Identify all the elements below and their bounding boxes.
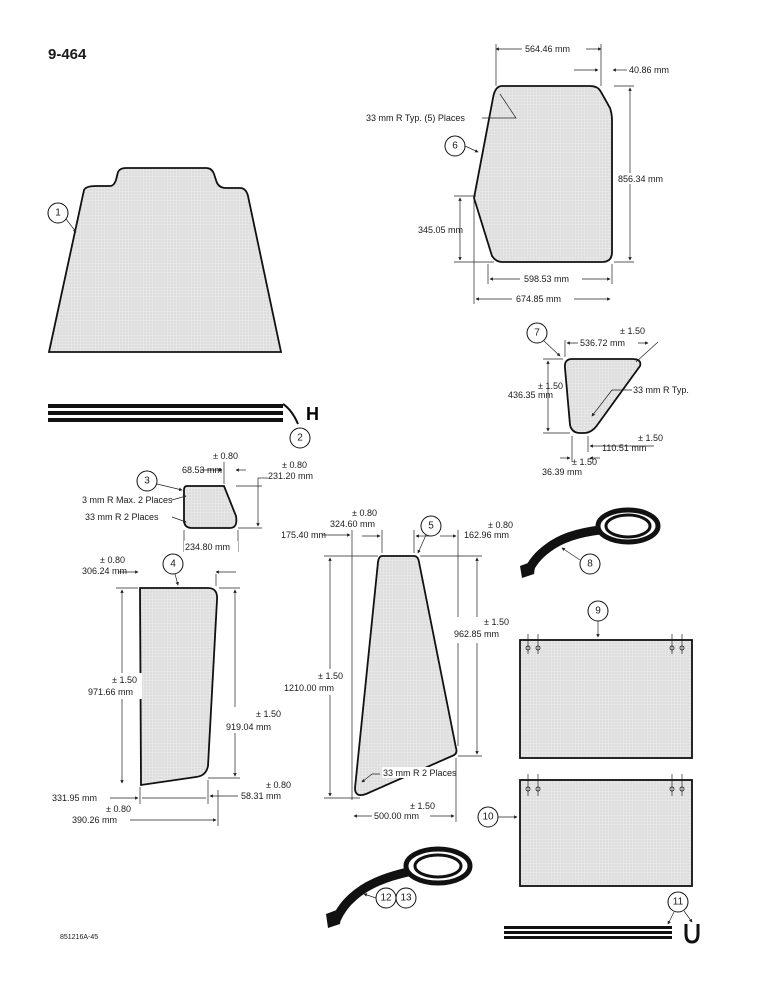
seal-roll-12-13	[326, 846, 473, 928]
dim-label: 306.24 mm	[82, 566, 127, 576]
dim-label: ± 1.50	[256, 709, 281, 719]
dim-label: 68.53 mm	[182, 465, 222, 475]
dim-label: ± 0.80	[100, 555, 125, 565]
dim-label: 962.85 mm	[454, 629, 499, 639]
dim-label: ± 0.80	[352, 508, 377, 518]
callout-2	[289, 427, 311, 449]
glass-panel-7	[563, 358, 642, 434]
dim-label: 33 mm R Typ.	[633, 385, 689, 395]
dim-label: ± 1.50	[572, 457, 597, 467]
svg-text:8: 8	[587, 559, 593, 570]
dim-label: 536.72 mm	[580, 338, 625, 348]
callout-3	[136, 470, 158, 492]
glass-panel-10	[519, 779, 693, 887]
dim-label: ± 0.80	[282, 460, 307, 470]
dim-label: ± 1.50	[620, 326, 645, 336]
dim-label: 58.31 mm	[241, 791, 281, 801]
callout-4	[162, 553, 184, 575]
dim-label: 175.40 mm	[281, 530, 326, 540]
dim-label: 674.85 mm	[516, 294, 561, 304]
dim-label: 390.26 mm	[72, 815, 117, 825]
svg-text:2: 2	[297, 433, 303, 444]
glass-panel-6	[473, 85, 613, 263]
glass-panel-5	[354, 555, 458, 797]
svg-text:6: 6	[452, 141, 458, 152]
dim-label: 331.95 mm	[52, 793, 97, 803]
dim-label: 33 mm R Typ. (5) Places	[366, 113, 465, 123]
dim-label: 345.05 mm	[418, 225, 463, 235]
dim-label: ± 1.50	[638, 433, 663, 443]
dim-label: 856.34 mm	[618, 174, 663, 184]
seal-strip-11	[504, 924, 700, 944]
dim-label: 3 mm R Max. 2 Places	[82, 495, 173, 505]
dim-label: ± 1.50	[484, 617, 509, 627]
glass-panel-9	[519, 639, 693, 759]
dim-label: ± 0.80	[488, 520, 513, 530]
dim-label: 162.96 mm	[464, 530, 509, 540]
dim-label: 234.80 mm	[185, 542, 230, 552]
dim-label: 436.35 mm	[508, 390, 553, 400]
dim-label: 33 mm R 2 Places	[383, 768, 457, 778]
seal-strip-2: H	[48, 403, 319, 425]
dim-label: 564.46 mm	[525, 44, 570, 54]
dim-label: ± 0.80	[213, 451, 238, 461]
dim-label: ± 0.80	[266, 780, 291, 790]
svg-text:5: 5	[428, 521, 434, 532]
dim-label: 1210.00 mm	[284, 683, 334, 693]
dim-label: ± 1.50	[538, 381, 563, 391]
callout-1	[47, 202, 69, 224]
figure-code: 851216A-45	[60, 934, 99, 941]
svg-text:7: 7	[534, 328, 540, 339]
dim-label: 598.53 mm	[524, 274, 569, 284]
dim-label: 33 mm R 2 Places	[85, 512, 159, 522]
dim-label: ± 0.80	[106, 804, 131, 814]
dim-label: 40.86 mm	[629, 65, 669, 75]
glass-panel-4	[139, 587, 218, 787]
dim-label: 110.51 mm	[602, 443, 646, 453]
dim-label: 36.39 mm	[542, 467, 582, 477]
svg-text:13: 13	[400, 893, 412, 904]
svg-text:11: 11	[673, 897, 684, 908]
callout-8	[579, 553, 601, 575]
dim-label: ± 1.50	[410, 801, 435, 811]
glass-panel-3	[183, 485, 238, 529]
callout-11	[667, 891, 689, 913]
seal-profile-icon: H	[306, 404, 319, 424]
callout-13	[395, 887, 417, 909]
dim-label: 324.60 mm	[330, 519, 375, 529]
dim-label: 231.20 mm	[268, 471, 313, 481]
callout-7	[526, 322, 548, 344]
callout-5	[420, 515, 442, 537]
svg-text:3: 3	[144, 476, 150, 487]
dim-label: ± 1.50	[318, 671, 343, 681]
dim-label: 500.00 mm	[374, 811, 419, 821]
dim-label: 919.04 mm	[226, 722, 271, 732]
dim-label: ± 1.50	[112, 675, 137, 685]
svg-text:9: 9	[595, 606, 601, 617]
page-title: 9-464	[48, 46, 87, 63]
seal-roll-8	[520, 507, 661, 578]
dim-label: 971.66 mm	[88, 687, 133, 697]
svg-text:4: 4	[170, 559, 176, 570]
glass-panel-1	[47, 167, 283, 353]
svg-text:12: 12	[380, 893, 392, 904]
callout-1-label: 1	[55, 208, 61, 219]
svg-text:10: 10	[482, 812, 494, 823]
